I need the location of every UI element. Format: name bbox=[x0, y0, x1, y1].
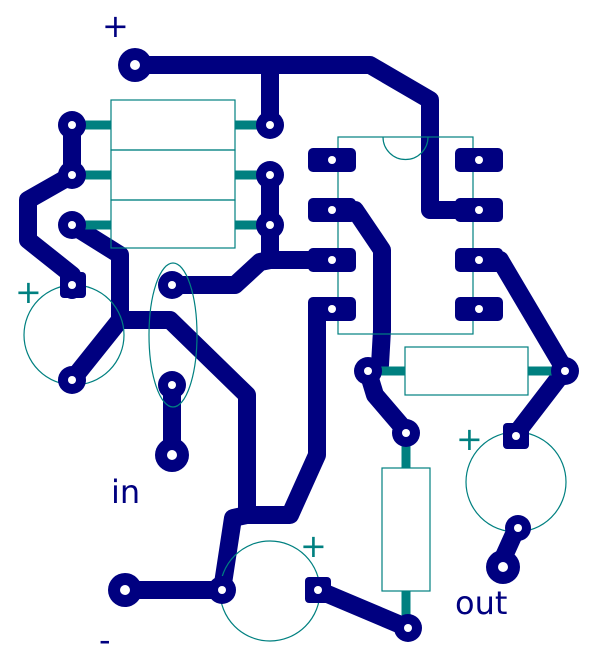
hole bbox=[168, 381, 176, 389]
hole bbox=[68, 121, 76, 129]
hole bbox=[266, 121, 274, 129]
hole bbox=[314, 586, 322, 594]
hole bbox=[68, 221, 76, 229]
input-capacitor-outline bbox=[148, 262, 198, 408]
hole bbox=[328, 156, 336, 164]
hole bbox=[514, 524, 522, 532]
hole bbox=[218, 586, 226, 594]
trace-ic-pin2 bbox=[316, 201, 414, 439]
label-cap2-plus: + bbox=[456, 420, 483, 458]
drill-holes bbox=[68, 60, 569, 632]
hole bbox=[68, 376, 76, 384]
hole bbox=[68, 281, 76, 289]
silkscreen bbox=[23, 99, 567, 642]
label-cap1-plus: + bbox=[15, 273, 42, 311]
hole bbox=[561, 367, 569, 375]
label-in: in bbox=[111, 473, 140, 511]
label-plus-top: + bbox=[102, 7, 129, 45]
label-minus-bottom: - bbox=[99, 621, 111, 659]
label-cap3-plus: + bbox=[300, 527, 327, 565]
hole bbox=[475, 206, 483, 214]
hole bbox=[328, 305, 336, 313]
trace-power-rail bbox=[126, 56, 487, 219]
hole bbox=[328, 256, 336, 264]
hole bbox=[168, 281, 176, 289]
hole bbox=[328, 206, 336, 214]
resistor-array-r2 bbox=[110, 149, 236, 201]
ic-body bbox=[337, 136, 474, 335]
hole bbox=[266, 171, 274, 179]
hole bbox=[498, 562, 508, 572]
hole bbox=[266, 221, 274, 229]
trace-array-left-3 bbox=[63, 216, 334, 524]
trace-input-link bbox=[163, 251, 279, 294]
hole bbox=[364, 367, 372, 375]
resistor-v-outline bbox=[381, 467, 431, 592]
hole bbox=[404, 624, 412, 632]
trace-cap3 bbox=[309, 581, 417, 637]
resistor-array-r1 bbox=[110, 99, 236, 151]
hole bbox=[475, 156, 483, 164]
ic-notch bbox=[382, 136, 429, 161]
hole bbox=[167, 450, 177, 460]
resistor-h-outline bbox=[404, 346, 529, 396]
hole bbox=[68, 171, 76, 179]
hole bbox=[402, 429, 410, 437]
label-out: out bbox=[455, 584, 507, 622]
hole bbox=[512, 432, 520, 440]
trace-array-right bbox=[261, 166, 334, 269]
trace-ground-rail bbox=[116, 506, 256, 599]
hole bbox=[475, 305, 483, 313]
hole bbox=[475, 256, 483, 264]
hole bbox=[120, 585, 130, 595]
resistor-array-r3 bbox=[110, 199, 236, 249]
hole bbox=[130, 60, 140, 70]
